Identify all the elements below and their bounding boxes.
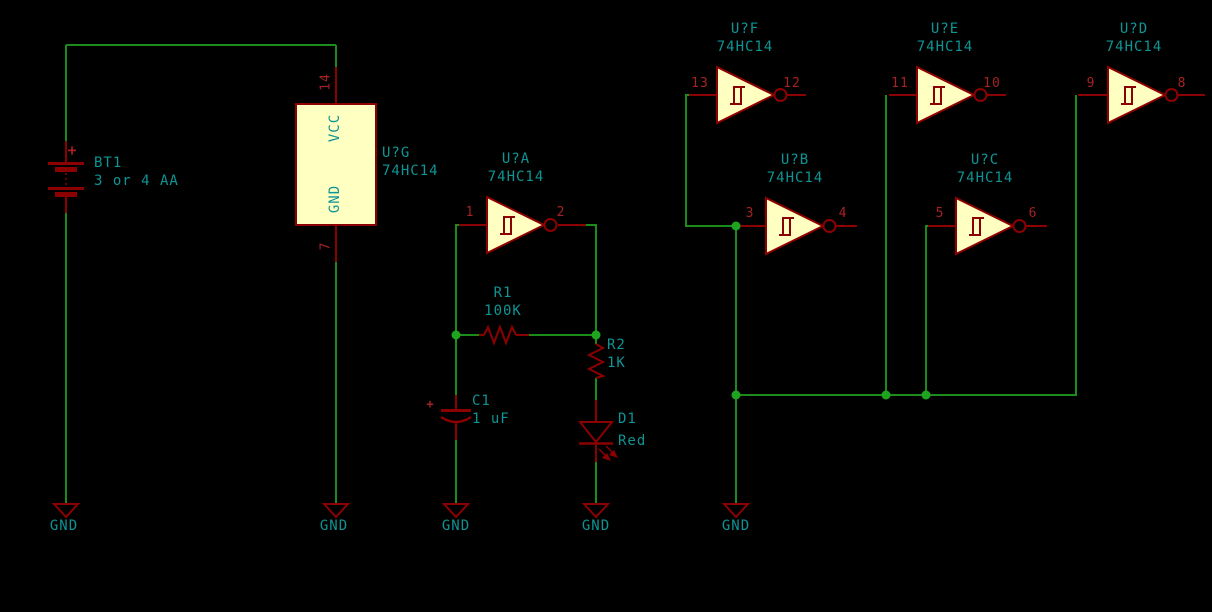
r1-reference-label[interactable]: R1	[493, 285, 513, 301]
r2-value-label[interactable]: 1K	[607, 355, 626, 371]
capacitor-plus-mark: +	[426, 397, 434, 411]
gnd-symbol[interactable]	[721, 503, 751, 519]
uf-reference-label[interactable]: U?F	[730, 21, 760, 37]
gnd-pin-name-label: GND	[327, 184, 343, 214]
d1-reference-label[interactable]: D1	[618, 411, 637, 427]
ue-value-label[interactable]: 74HC14	[916, 39, 974, 55]
ub-value-label[interactable]: 74HC14	[766, 170, 824, 186]
c1-reference-label[interactable]: C1	[472, 393, 491, 409]
pin-number-10: 10	[983, 76, 1001, 91]
wire-segments[interactable]	[65, 44, 1077, 504]
resistor-r1-symbol[interactable]	[479, 324, 529, 346]
inverting-bubble	[773, 88, 788, 102]
hysteresis-icon	[930, 86, 945, 105]
inverting-bubble	[1012, 219, 1027, 233]
inverter-uc-symbol[interactable]	[955, 196, 1027, 256]
pin-number-8: 8	[1177, 76, 1187, 91]
ground-symbols	[51, 503, 751, 519]
bt1-reference-label[interactable]: BT1	[94, 155, 123, 171]
inverting-bubble	[973, 88, 988, 102]
pin-number-1: 1	[465, 205, 475, 220]
inverting-bubble	[543, 218, 558, 232]
c1-value-label[interactable]: 1 uF	[472, 411, 510, 427]
ud-value-label[interactable]: 74HC14	[1105, 39, 1163, 55]
hysteresis-icon	[1121, 86, 1136, 105]
hysteresis-icon	[500, 216, 515, 235]
led-arrow-icon	[609, 450, 618, 458]
capacitor-c1-symbol[interactable]	[440, 395, 472, 440]
resistor-r2-symbol[interactable]	[586, 343, 606, 379]
gnd-label: GND	[721, 518, 751, 534]
battery-plus-mark: +	[67, 141, 77, 159]
pin-number-5: 5	[935, 206, 945, 221]
inverter-gates	[486, 65, 1179, 256]
ue-reference-label[interactable]: U?E	[930, 21, 960, 37]
component-pins	[335, 67, 1205, 262]
pin-number-11: 11	[891, 76, 909, 91]
ua-reference-label[interactable]: U?A	[501, 151, 531, 167]
ug-reference-label[interactable]: U?G	[382, 145, 411, 161]
hysteresis-icon	[969, 217, 984, 236]
inverting-bubble	[1164, 88, 1179, 102]
inverter-ub-symbol[interactable]	[765, 196, 837, 256]
inverting-bubble	[822, 219, 837, 233]
pin-number-14: 14	[318, 73, 334, 91]
inverter-ud-symbol[interactable]	[1107, 65, 1179, 125]
gnd-label: GND	[319, 518, 349, 534]
inverter-ue-symbol[interactable]	[916, 65, 988, 125]
ud-reference-label[interactable]: U?D	[1119, 21, 1149, 37]
pin-number-3: 3	[745, 206, 755, 221]
gnd-symbol[interactable]	[441, 503, 471, 519]
junction-dots	[451, 221, 931, 400]
vcc-pin-name-label: VCC	[327, 113, 343, 143]
led-d1-symbol[interactable]	[577, 400, 618, 462]
pin-number-4: 4	[838, 206, 848, 221]
gnd-label: GND	[49, 518, 79, 534]
gnd-label: GND	[581, 518, 611, 534]
uc-reference-label[interactable]: U?C	[970, 152, 1000, 168]
gnd-symbol[interactable]	[321, 503, 351, 519]
inverter-uf-symbol[interactable]	[716, 65, 788, 125]
pin-number-2: 2	[556, 205, 566, 220]
gnd-symbol[interactable]	[581, 503, 611, 519]
bt1-value-label[interactable]: 3 or 4 AA	[94, 173, 179, 189]
gnd-symbol[interactable]	[51, 503, 81, 519]
pin-number-7: 7	[318, 241, 334, 251]
hysteresis-icon	[730, 86, 745, 105]
ub-reference-label[interactable]: U?B	[780, 152, 810, 168]
uf-value-label[interactable]: 74HC14	[716, 39, 774, 55]
ua-value-label[interactable]: 74HC14	[487, 169, 545, 185]
d1-value-label[interactable]: Red	[618, 433, 647, 449]
battery-symbol[interactable]	[48, 141, 84, 213]
hysteresis-icon	[779, 217, 794, 236]
inverter-ua-symbol[interactable]	[486, 195, 558, 255]
led-arrow-icon	[602, 453, 611, 461]
pin-number-13: 13	[691, 76, 709, 91]
uc-value-label[interactable]: 74HC14	[956, 170, 1014, 186]
pin-number-12: 12	[783, 76, 801, 91]
r2-reference-label[interactable]: R2	[607, 337, 626, 353]
ug-value-label[interactable]: 74HC14	[382, 163, 439, 179]
r1-value-label[interactable]: 100K	[484, 303, 522, 319]
pin-number-6: 6	[1028, 206, 1038, 221]
gnd-label: GND	[441, 518, 471, 534]
power-unit-symbol[interactable]	[295, 103, 377, 226]
pin-number-9: 9	[1086, 76, 1096, 91]
